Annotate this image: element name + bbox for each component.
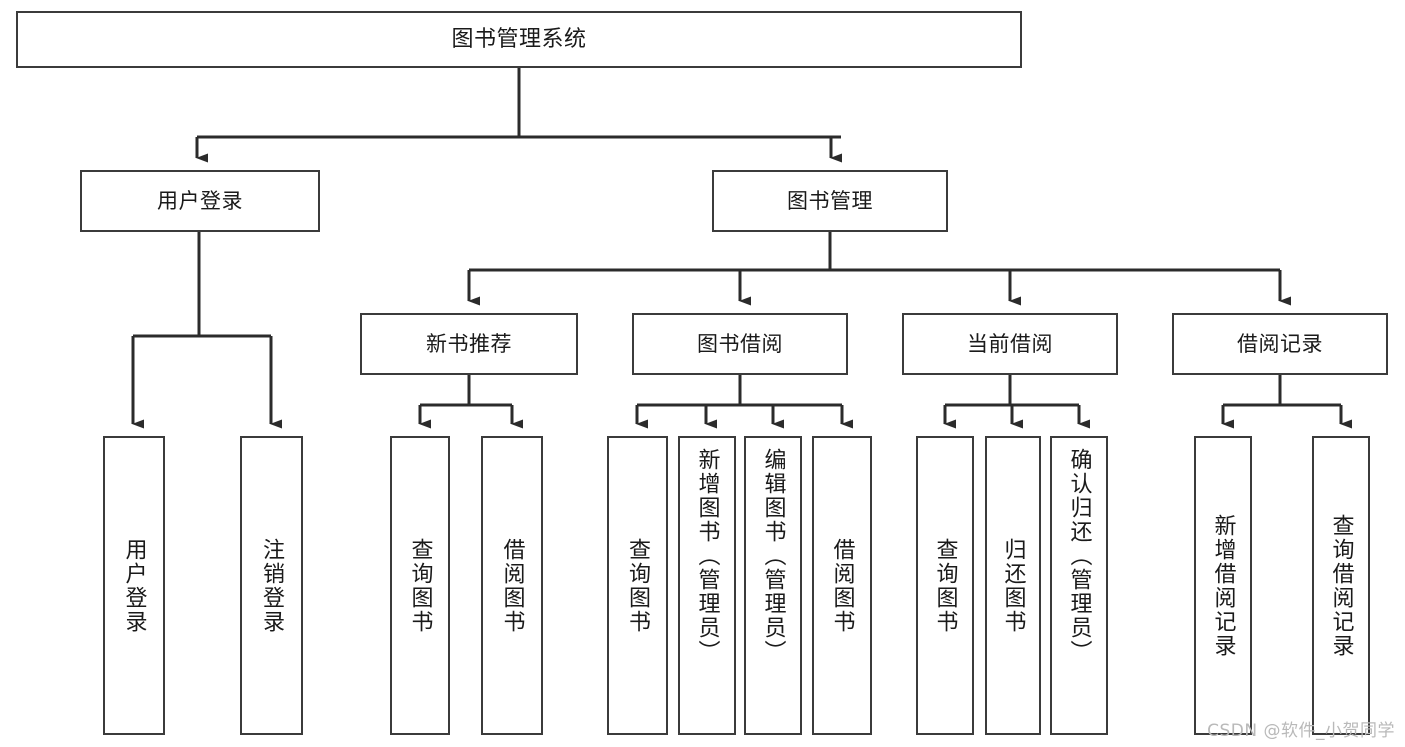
- node-root-system[interactable]: 图书管理系统: [16, 11, 1022, 68]
- node-label: 图书管理系统: [451, 26, 587, 52]
- node-label: 新增图书（管理员）: [694, 448, 720, 664]
- node-label: 借阅图书: [499, 537, 525, 634]
- node-label: 编辑图书（管理员）: [760, 448, 786, 664]
- node-borrow-record[interactable]: 借阅记录: [1172, 313, 1388, 375]
- node-label: 查询图书: [932, 537, 958, 634]
- node-leaf-query-book-borrow[interactable]: 查询图书: [607, 436, 668, 735]
- node-label: 查询借阅记录: [1328, 513, 1354, 658]
- node-new-book-recommend[interactable]: 新书推荐: [360, 313, 578, 375]
- node-label: 借阅图书: [829, 537, 855, 634]
- node-label: 归还图书: [1000, 537, 1026, 634]
- node-leaf-confirm-return[interactable]: 确认归还（管理员）: [1050, 436, 1108, 735]
- node-leaf-query-book-current[interactable]: 查询图书: [916, 436, 974, 735]
- watermark-text: CSDN @软件_小贺同学: [1207, 721, 1395, 741]
- node-leaf-add-record[interactable]: 新增借阅记录: [1194, 436, 1252, 735]
- node-leaf-edit-book[interactable]: 编辑图书（管理员）: [744, 436, 802, 735]
- node-label: 借阅记录: [1237, 331, 1323, 356]
- node-leaf-user-login[interactable]: 用户登录: [103, 436, 165, 735]
- node-leaf-add-book[interactable]: 新增图书（管理员）: [678, 436, 736, 735]
- node-label: 用户登录: [121, 537, 147, 634]
- node-leaf-return-book[interactable]: 归还图书: [985, 436, 1041, 735]
- node-user-login[interactable]: 用户登录: [80, 170, 320, 232]
- node-label: 新书推荐: [426, 331, 512, 356]
- node-leaf-user-logout[interactable]: 注销登录: [240, 436, 303, 735]
- node-book-manage[interactable]: 图书管理: [712, 170, 948, 232]
- node-current-borrow[interactable]: 当前借阅: [902, 313, 1118, 375]
- node-label: 新增借阅记录: [1210, 513, 1236, 658]
- node-label: 图书管理: [787, 188, 873, 213]
- node-leaf-borrow-book-rec[interactable]: 借阅图书: [481, 436, 543, 735]
- node-label: 注销登录: [259, 537, 285, 634]
- node-label: 查询图书: [625, 537, 651, 634]
- node-leaf-query-record[interactable]: 查询借阅记录: [1312, 436, 1370, 735]
- node-label: 图书借阅: [697, 331, 783, 356]
- node-label: 确认归还（管理员）: [1066, 448, 1092, 664]
- node-label: 当前借阅: [967, 331, 1053, 356]
- node-book-borrow[interactable]: 图书借阅: [632, 313, 848, 375]
- node-leaf-borrow-book[interactable]: 借阅图书: [812, 436, 872, 735]
- node-label: 查询图书: [407, 537, 433, 634]
- node-label: 用户登录: [157, 188, 243, 213]
- node-leaf-query-book-rec[interactable]: 查询图书: [390, 436, 450, 735]
